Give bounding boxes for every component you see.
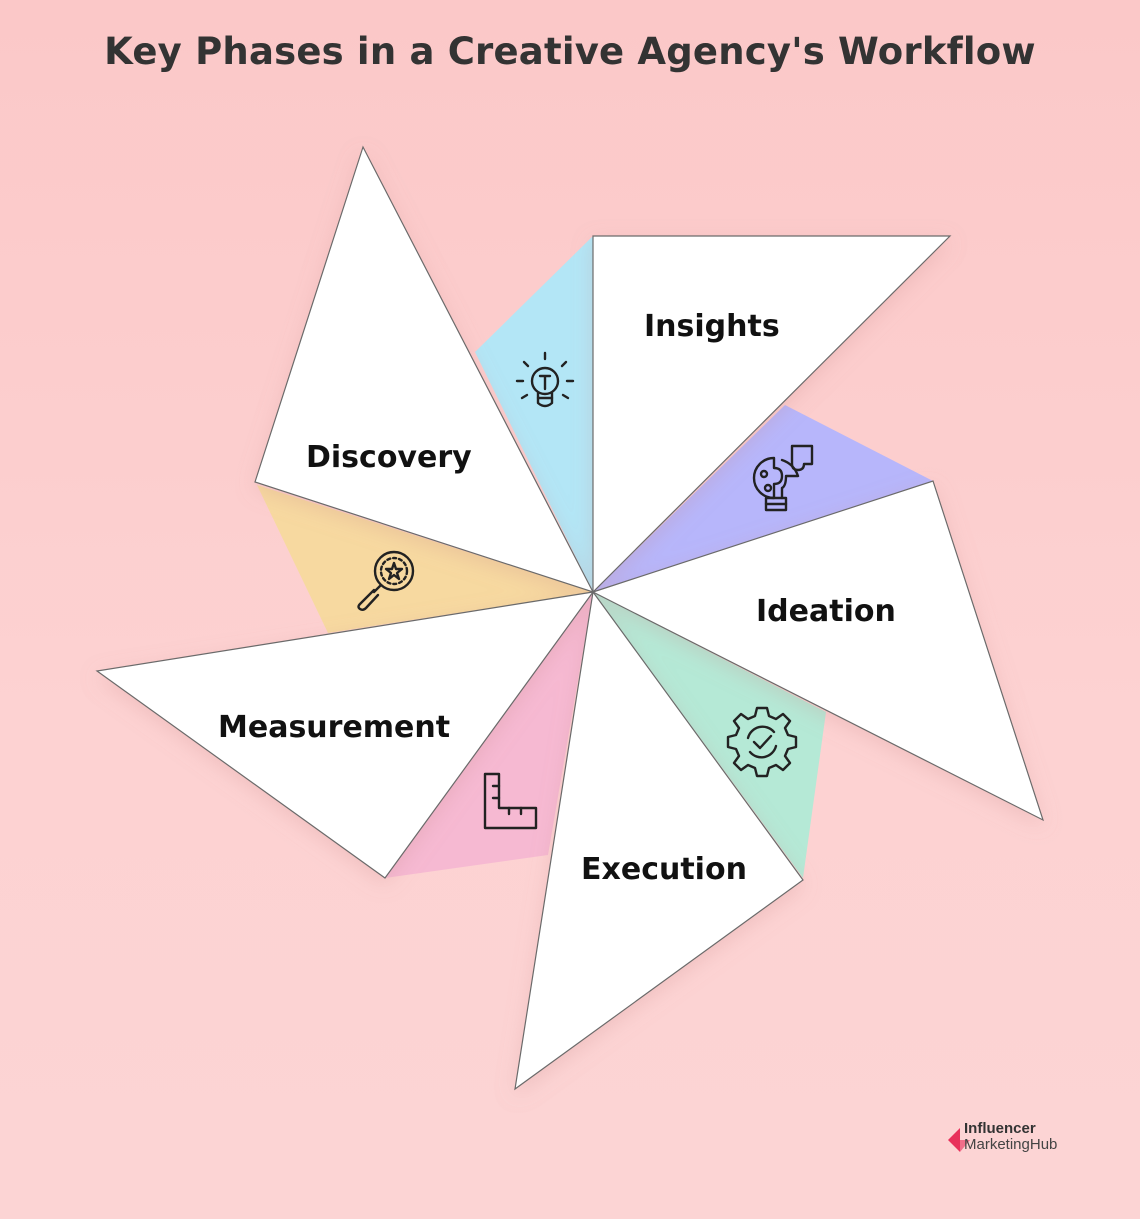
lightbulb-icon <box>515 351 575 408</box>
ruler-icon <box>483 772 538 830</box>
gear-check-icon <box>726 706 798 778</box>
execution-blade <box>514 590 804 1091</box>
logo-mark-icon <box>948 1128 970 1152</box>
phase-label-insights: Insights <box>644 309 780 344</box>
discovery-blade <box>254 145 595 594</box>
phase-label-measurement: Measurement <box>218 710 450 745</box>
logo-text-line1: Influencer <box>964 1120 1036 1137</box>
phase-label-discovery: Discovery <box>306 440 472 475</box>
ideation-blade <box>591 480 1045 822</box>
brand-logo: Influencer MarketingHub <box>944 1120 1104 1160</box>
puzzle-lightbulb-icon <box>752 444 814 512</box>
ideation-accent-wedge <box>593 405 933 592</box>
phase-label-execution: Execution <box>581 852 747 887</box>
phase-label-ideation: Ideation <box>756 594 896 629</box>
insights-blade <box>592 235 952 594</box>
magnifier-star-icon <box>357 550 415 611</box>
discovery-accent-wedge <box>257 485 593 633</box>
measurement-blade <box>95 591 595 879</box>
insights-accent-wedge <box>475 236 593 592</box>
logo-text-line2: MarketingHub <box>964 1136 1058 1153</box>
execution-accent-wedge <box>593 592 826 878</box>
page-title: Key Phases in a Creative Agency's Workfl… <box>104 30 1036 73</box>
